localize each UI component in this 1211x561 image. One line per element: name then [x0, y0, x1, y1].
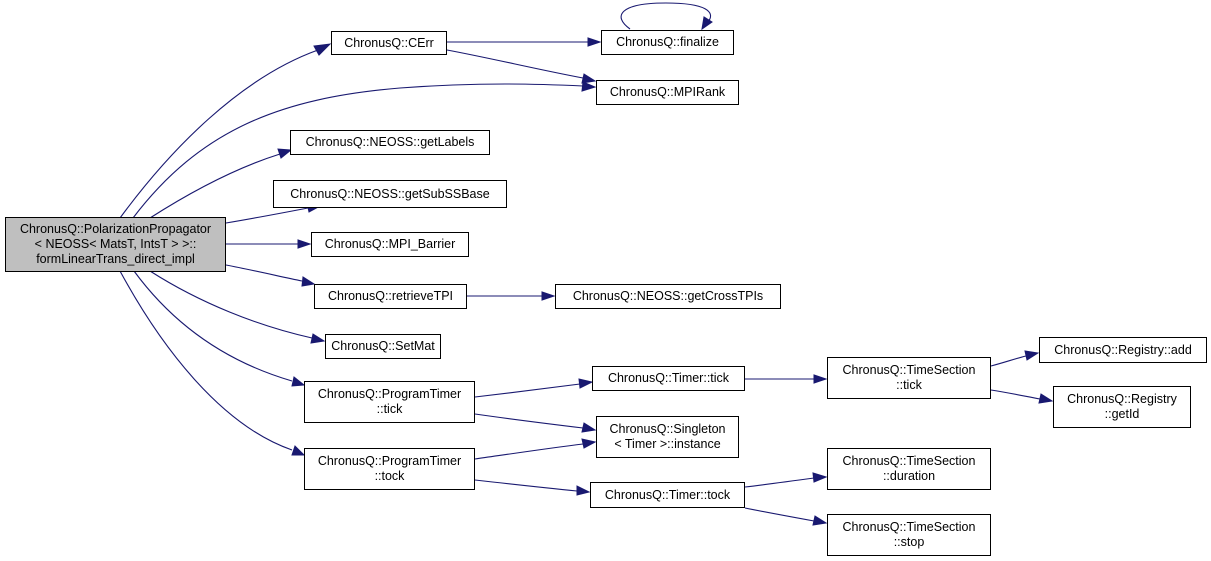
node-singleton-line-2: < Timer >::instance — [614, 437, 721, 451]
node-timesection-tick-line-1: ChronusQ::TimeSection — [842, 363, 976, 377]
node-timesection-tick[interactable]: ChronusQ::TimeSection ::tick — [827, 357, 991, 399]
node-mpirank-label: ChronusQ::MPIRank — [609, 85, 726, 99]
node-getcrosstpis-label: ChronusQ::NEOSS::getCrossTPIs — [572, 289, 764, 303]
node-mpibarrier-label: ChronusQ::MPI_Barrier — [324, 237, 456, 251]
node-mpirank[interactable]: ChronusQ::MPIRank — [596, 80, 739, 105]
node-timesection-stop-line-2: ::stop — [893, 535, 925, 549]
node-singleton-line-1: ChronusQ::Singleton — [609, 422, 726, 436]
node-programtimer-tick-line-1: ChronusQ::ProgramTimer — [317, 387, 462, 401]
node-root-line-1: ChronusQ::PolarizationPropagator — [19, 222, 212, 236]
call-edges — [119, 2, 1054, 526]
edge-pttick-to-timertick — [474, 378, 594, 398]
node-getsubssbase-label: ChronusQ::NEOSS::getSubSSBase — [290, 186, 490, 201]
node-programtimer-tock-line-2: ::tock — [374, 469, 405, 483]
node-finalize-label: ChronusQ::finalize — [616, 35, 719, 49]
edge-root-to-mpirank — [132, 81, 597, 219]
edge-root-to-getlabels — [149, 148, 293, 219]
node-programtimer-tick-line-2: ::tick — [376, 402, 403, 416]
edge-root-to-pt-tock — [119, 270, 306, 456]
node-timesection-tick-line-2: ::tick — [896, 378, 922, 392]
node-root-line-2: < NEOSS< MatsT, IntsT > >:: — [34, 237, 197, 251]
edge-retrievetpi-to-getcrosstpis — [467, 291, 556, 301]
node-timer-tock[interactable]: ChronusQ::Timer::tock — [590, 482, 745, 508]
node-setmat-label: ChronusQ::SetMat — [331, 339, 435, 353]
node-programtimer-tock-line-1: ChronusQ::ProgramTimer — [317, 454, 462, 468]
node-registry-getid-line-2: ::getId — [1104, 407, 1140, 421]
edge-tstick-to-registryadd — [990, 350, 1040, 367]
edge-root-to-cerr — [119, 43, 332, 219]
node-finalize[interactable]: ChronusQ::finalize — [601, 30, 734, 55]
node-getlabels[interactable]: ChronusQ::NEOSS::getLabels — [290, 130, 490, 155]
node-timesection-duration[interactable]: ChronusQ::TimeSection ::duration — [827, 448, 991, 490]
node-registry-add[interactable]: ChronusQ::Registry::add — [1039, 337, 1207, 363]
node-timesection-stop[interactable]: ChronusQ::TimeSection ::stop — [827, 514, 991, 556]
node-root: ChronusQ::PolarizationPropagator < NEOSS… — [5, 217, 226, 272]
node-timesection-duration-line-1: ChronusQ::TimeSection — [842, 454, 976, 468]
node-timer-tick-label: ChronusQ::Timer::tick — [607, 371, 730, 385]
edge-finalize-self-loop — [620, 2, 713, 31]
edge-tstick-to-registrygetid — [990, 389, 1054, 404]
edge-timertick-to-tstick — [745, 374, 828, 384]
node-registry-getid-line-1: ChronusQ::Registry — [1067, 392, 1177, 406]
edge-root-to-retrievetpi — [225, 264, 316, 287]
edge-pttick-to-singleton — [474, 413, 597, 433]
node-programtimer-tick[interactable]: ChronusQ::ProgramTimer ::tick — [304, 381, 475, 423]
node-timesection-duration-line-2: ::duration — [882, 469, 936, 483]
edge-root-to-setmat — [149, 270, 326, 344]
node-retrievetpi-label: ChronusQ::retrieveTPI — [327, 289, 454, 303]
edge-root-to-pt-tick — [133, 270, 306, 387]
node-programtimer-tock[interactable]: ChronusQ::ProgramTimer ::tock — [304, 448, 475, 490]
edge-pttock-to-timertock — [474, 479, 591, 496]
node-timesection-stop-line-1: ChronusQ::TimeSection — [842, 520, 976, 534]
node-retrievetpi[interactable]: ChronusQ::retrieveTPI — [314, 284, 467, 309]
node-timer-tock-label: ChronusQ::Timer::tock — [604, 487, 731, 502]
node-cerr-label: ChronusQ::CErr — [344, 35, 434, 50]
edge-cerr-to-mpirank — [446, 49, 597, 84]
node-getlabels-label: ChronusQ::NEOSS::getLabels — [305, 135, 475, 149]
node-setmat[interactable]: ChronusQ::SetMat — [325, 334, 441, 359]
node-mpibarrier[interactable]: ChronusQ::MPI_Barrier — [311, 232, 469, 257]
node-registry-getid[interactable]: ChronusQ::Registry ::getId — [1053, 386, 1191, 428]
node-registry-add-label: ChronusQ::Registry::add — [1054, 342, 1192, 357]
node-timer-tick[interactable]: ChronusQ::Timer::tick — [592, 366, 745, 391]
node-cerr[interactable]: ChronusQ::CErr — [331, 31, 447, 55]
node-getsubssbase[interactable]: ChronusQ::NEOSS::getSubSSBase — [273, 180, 507, 208]
node-singleton-instance[interactable]: ChronusQ::Singleton < Timer >::instance — [596, 416, 739, 458]
edge-timertock-to-tsduration — [744, 472, 828, 488]
edge-cerr-to-finalize — [447, 37, 602, 47]
node-getcrosstpis[interactable]: ChronusQ::NEOSS::getCrossTPIs — [555, 284, 781, 309]
edge-root-to-mpibarrier — [226, 239, 312, 249]
edge-timertock-to-tsstop — [744, 507, 828, 526]
edge-pttock-to-singleton — [474, 438, 597, 460]
node-root-line-3: formLinearTrans_direct_impl — [36, 252, 195, 266]
